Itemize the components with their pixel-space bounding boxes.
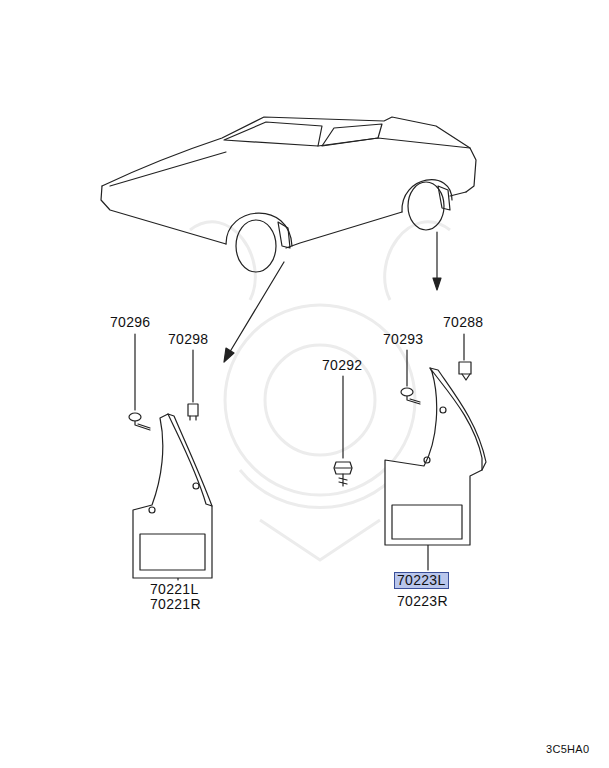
mounting-hole xyxy=(424,457,430,463)
part-number: 70288 xyxy=(443,315,483,330)
highlighted-part-number: 70223L xyxy=(395,573,448,588)
wheel xyxy=(236,220,276,272)
car-outline xyxy=(102,117,476,192)
mudflap-panel xyxy=(140,534,205,570)
part-number: 70223R xyxy=(397,594,448,609)
side-window xyxy=(322,124,382,146)
clip-nut xyxy=(459,362,471,380)
windshield xyxy=(224,122,322,146)
figure-code: 3C5HA0 xyxy=(546,742,589,757)
part-number: 70292 xyxy=(322,358,362,373)
arrow-head xyxy=(433,278,441,290)
mudflap-on-car xyxy=(278,222,290,248)
hood-line xyxy=(110,138,470,186)
mudflap-panel xyxy=(392,505,462,539)
screw xyxy=(401,388,420,404)
mudflap-edge xyxy=(168,414,212,506)
bolt xyxy=(334,462,352,486)
mounting-hole xyxy=(193,483,199,489)
mudflap-edge xyxy=(430,368,486,470)
arrow-head xyxy=(224,348,234,362)
part-number: 70298 xyxy=(168,332,208,347)
screw xyxy=(129,413,150,430)
mounting-hole xyxy=(440,407,446,413)
part-number: 70296 xyxy=(110,315,150,330)
arrow xyxy=(436,232,437,282)
arrow xyxy=(228,262,284,355)
part-number: 70293 xyxy=(383,332,423,347)
car-outline xyxy=(101,186,466,248)
part-number: 70221L xyxy=(150,582,199,597)
mudflap xyxy=(385,368,482,545)
clip xyxy=(188,404,198,420)
mudflap-on-car xyxy=(438,186,450,210)
part-number: 70221R xyxy=(150,597,201,612)
mudflap xyxy=(133,414,212,578)
mounting-hole xyxy=(149,507,155,513)
